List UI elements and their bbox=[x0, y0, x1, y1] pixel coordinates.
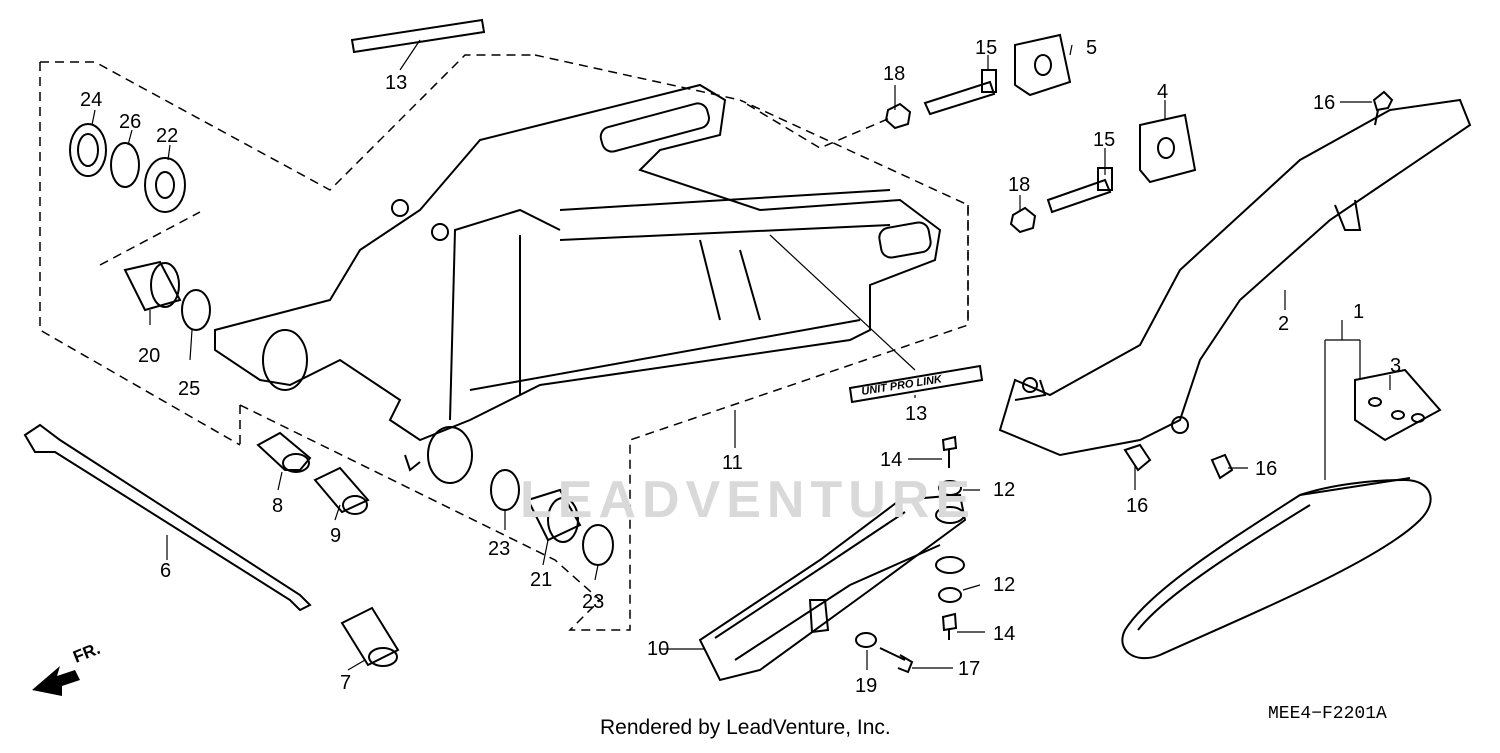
callout-13-upper: 13 bbox=[385, 72, 407, 94]
callout-17: 17 bbox=[958, 658, 980, 680]
chain-slider bbox=[698, 493, 967, 682]
slider-collar-lower bbox=[938, 587, 962, 603]
callout-12-lower: 12 bbox=[993, 574, 1015, 596]
callout-23-upper: 23 bbox=[488, 538, 510, 560]
callout-2: 2 bbox=[1278, 313, 1289, 335]
adjusting-bolt-lower bbox=[1046, 167, 1113, 214]
decal-strip bbox=[350, 18, 486, 54]
slider-bolt-upper bbox=[941, 435, 958, 468]
leader-lines bbox=[91, 39, 1391, 671]
chain-guard-bolt-right bbox=[1210, 453, 1234, 480]
callout-25: 25 bbox=[178, 378, 200, 400]
front-indicator: FR. bbox=[70, 639, 103, 667]
swingarm bbox=[214, 83, 942, 484]
callout-22: 22 bbox=[156, 125, 178, 147]
callout-16-left: 16 bbox=[1126, 495, 1148, 517]
callout-5: 5 bbox=[1086, 37, 1097, 59]
callout-10: 10 bbox=[647, 638, 669, 660]
callout-6: 6 bbox=[160, 560, 171, 582]
collar-9 bbox=[313, 466, 370, 515]
slider-collar-upper bbox=[938, 480, 962, 496]
callout-11: 11 bbox=[722, 452, 743, 474]
callout-19: 19 bbox=[855, 675, 877, 697]
callout-23-lower: 23 bbox=[582, 591, 604, 613]
callout-7: 7 bbox=[340, 672, 351, 694]
callout-12-upper: 12 bbox=[993, 479, 1015, 501]
chain-guard-bolt-upper bbox=[1372, 90, 1394, 126]
callout-8: 8 bbox=[272, 495, 283, 517]
ball-bearing-22 bbox=[144, 157, 186, 213]
diagram-code: MEE4−F2201A bbox=[1268, 704, 1387, 724]
slider-washer bbox=[855, 632, 877, 648]
slider-bolt-lower bbox=[941, 612, 958, 640]
dust-seal-23-upper bbox=[490, 469, 520, 511]
callout-15-lower: 15 bbox=[1093, 129, 1115, 151]
callout-9: 9 bbox=[330, 525, 341, 547]
callout-4: 4 bbox=[1157, 81, 1168, 103]
callout-15-upper: 15 bbox=[975, 37, 997, 59]
callout-3: 3 bbox=[1390, 355, 1401, 377]
callout-16-top: 16 bbox=[1313, 92, 1335, 114]
chain-guard bbox=[998, 98, 1472, 457]
unit-pro-link-decal bbox=[848, 364, 984, 404]
master-link-set bbox=[1354, 368, 1442, 442]
chain-adjuster-4 bbox=[1139, 113, 1197, 184]
collar-8 bbox=[256, 431, 312, 473]
slider-bolt-17 bbox=[879, 647, 914, 674]
callout-18-upper: 18 bbox=[883, 63, 905, 85]
collar-7 bbox=[340, 606, 400, 667]
watermark: LEADVENTURE bbox=[520, 471, 977, 529]
oil-seal-24 bbox=[69, 123, 107, 177]
needle-bearing-20 bbox=[123, 260, 182, 312]
callout-16-right: 16 bbox=[1255, 458, 1277, 480]
callout-14-lower: 14 bbox=[993, 623, 1015, 645]
lock-nut-upper bbox=[884, 102, 912, 130]
front-arrow-icon bbox=[32, 666, 80, 696]
frame-group-outline bbox=[534, 54, 969, 325]
callout-1: 1 bbox=[1353, 301, 1364, 323]
chain-adjuster-5 bbox=[1014, 33, 1072, 97]
callout-20: 20 bbox=[138, 345, 160, 367]
pivot-bolt bbox=[23, 423, 312, 612]
adjusting-bolt-upper bbox=[923, 69, 997, 116]
callout-24: 24 bbox=[80, 89, 102, 111]
callout-26: 26 bbox=[119, 111, 141, 133]
left-bearing-group-outline bbox=[39, 54, 535, 446]
footer-credit: Rendered by LeadVenture, Inc. bbox=[600, 716, 891, 739]
callout-21: 21 bbox=[530, 569, 552, 591]
callout-14-upper: 14 bbox=[880, 449, 902, 471]
lock-nut-lower bbox=[1009, 206, 1037, 234]
circlip-26 bbox=[110, 142, 140, 188]
dust-seal-25 bbox=[181, 289, 211, 331]
callout-18-lower: 18 bbox=[1008, 174, 1030, 196]
needle-bearing-21 bbox=[526, 488, 582, 543]
chain-guard-bolt-left bbox=[1123, 443, 1152, 472]
drive-chain bbox=[1121, 477, 1432, 660]
pivot-group-outline bbox=[239, 99, 969, 631]
dust-seal-23-lower bbox=[582, 524, 614, 566]
callout-13-lower: 13 bbox=[905, 403, 927, 425]
